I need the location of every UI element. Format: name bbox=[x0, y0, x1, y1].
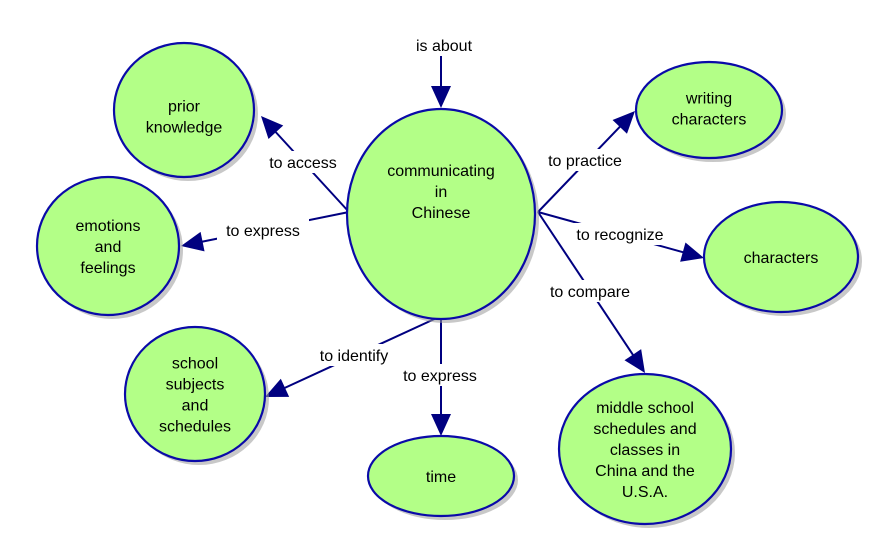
node-text-line: time bbox=[426, 469, 456, 486]
node-text-line: characters bbox=[744, 250, 819, 267]
link-label-prior-knowledge[interactable]: to access bbox=[269, 155, 337, 172]
link-label-emotions-and-feelings-group: to express bbox=[217, 219, 309, 241]
node-text-line: school bbox=[172, 356, 218, 373]
node-ellipse[interactable] bbox=[634, 60, 784, 160]
node-text-line: communicating bbox=[387, 163, 495, 180]
link-label-middle-school-schedules[interactable]: to compare bbox=[550, 284, 630, 301]
concept-node-middle-school-schedules[interactable]: middle school schedules and classes in Chin… bbox=[557, 372, 735, 528]
node-ellipse[interactable] bbox=[112, 41, 256, 179]
node-text-line: prior bbox=[168, 99, 201, 116]
node-text-line: U.S.A. bbox=[622, 484, 668, 501]
node-ellipse[interactable] bbox=[35, 175, 181, 317]
link-label-writing-characters-background bbox=[534, 149, 636, 171]
concept-node-writing-characters[interactable]: writing characters bbox=[634, 60, 786, 162]
arrowhead-icon bbox=[612, 111, 635, 134]
link-label-time[interactable]: to express bbox=[403, 368, 477, 385]
labels-layer: is about to access to express to identify to… bbox=[217, 38, 675, 386]
node-text-line: feelings bbox=[80, 260, 135, 277]
node-text-line: China and the bbox=[595, 463, 695, 480]
link-label-writing-characters[interactable]: to practice bbox=[548, 153, 622, 170]
link-label-prior-knowledge-group: to access bbox=[261, 151, 345, 173]
node-text-line: middle school bbox=[596, 400, 694, 417]
link-label-time-background bbox=[394, 364, 486, 386]
node-text-line: characters bbox=[672, 112, 747, 129]
node-text-line: and bbox=[95, 239, 122, 256]
node-ellipse[interactable] bbox=[366, 434, 516, 518]
link-label-characters-background bbox=[565, 223, 675, 245]
node-ellipse[interactable] bbox=[345, 107, 537, 321]
link-label-is-about[interactable]: is about bbox=[416, 38, 473, 55]
concept-node-characters[interactable]: characters bbox=[702, 200, 862, 316]
node-text-line: subjects bbox=[166, 377, 225, 394]
link-label-characters-group: to recognize bbox=[565, 223, 675, 245]
arrowhead-icon bbox=[431, 86, 451, 108]
link-label-characters[interactable]: to recognize bbox=[576, 227, 663, 244]
link-label-emotions-and-feelings[interactable]: to express bbox=[226, 223, 300, 240]
link-label-writing-characters-group: to practice bbox=[534, 149, 636, 171]
arrowhead-icon bbox=[181, 231, 205, 252]
arrowhead-icon bbox=[680, 242, 704, 262]
link-label-time-group: to express bbox=[394, 364, 486, 386]
node-ellipse[interactable] bbox=[702, 200, 860, 314]
node-text-line: Chinese bbox=[412, 205, 471, 222]
node-text-line: classes in bbox=[610, 442, 680, 459]
link-label-middle-school-schedules-group: to compare bbox=[544, 280, 636, 302]
node-text-line: writing bbox=[685, 91, 732, 108]
arrowhead-icon bbox=[624, 349, 645, 373]
link-label-middle-school-schedules-background bbox=[544, 280, 636, 302]
arrowhead-icon bbox=[261, 116, 284, 139]
arrowhead-icon bbox=[265, 378, 290, 397]
link-label-emotions-and-feelings-background bbox=[217, 219, 309, 241]
node-text-line: schedules bbox=[159, 419, 231, 436]
link-label-school-subjects-and-schedules-group: to identify bbox=[303, 344, 405, 366]
node-text-line: emotions bbox=[76, 218, 141, 235]
node-ellipse[interactable] bbox=[557, 372, 733, 526]
arrowhead-icon bbox=[431, 414, 451, 436]
link-label-school-subjects-and-schedules[interactable]: to identify bbox=[320, 348, 388, 365]
node-text-line: knowledge bbox=[146, 120, 223, 137]
node-text-line: schedules and bbox=[593, 421, 696, 438]
link-label-school-subjects-and-schedules-background bbox=[303, 344, 405, 366]
link-label-prior-knowledge-background bbox=[261, 151, 345, 173]
concept-node-prior-knowledge[interactable]: prior knowledge bbox=[112, 41, 258, 181]
concept-node-emotions-and-feelings[interactable]: emotions and feelings bbox=[35, 175, 183, 319]
concept-node-time[interactable]: time bbox=[366, 434, 518, 520]
node-text-line: and bbox=[182, 398, 209, 415]
node-ellipse[interactable] bbox=[123, 325, 267, 463]
concept-node-school-subjects-and-schedules[interactable]: school subjects and schedules bbox=[123, 325, 269, 465]
node-text-line: in bbox=[435, 184, 447, 201]
